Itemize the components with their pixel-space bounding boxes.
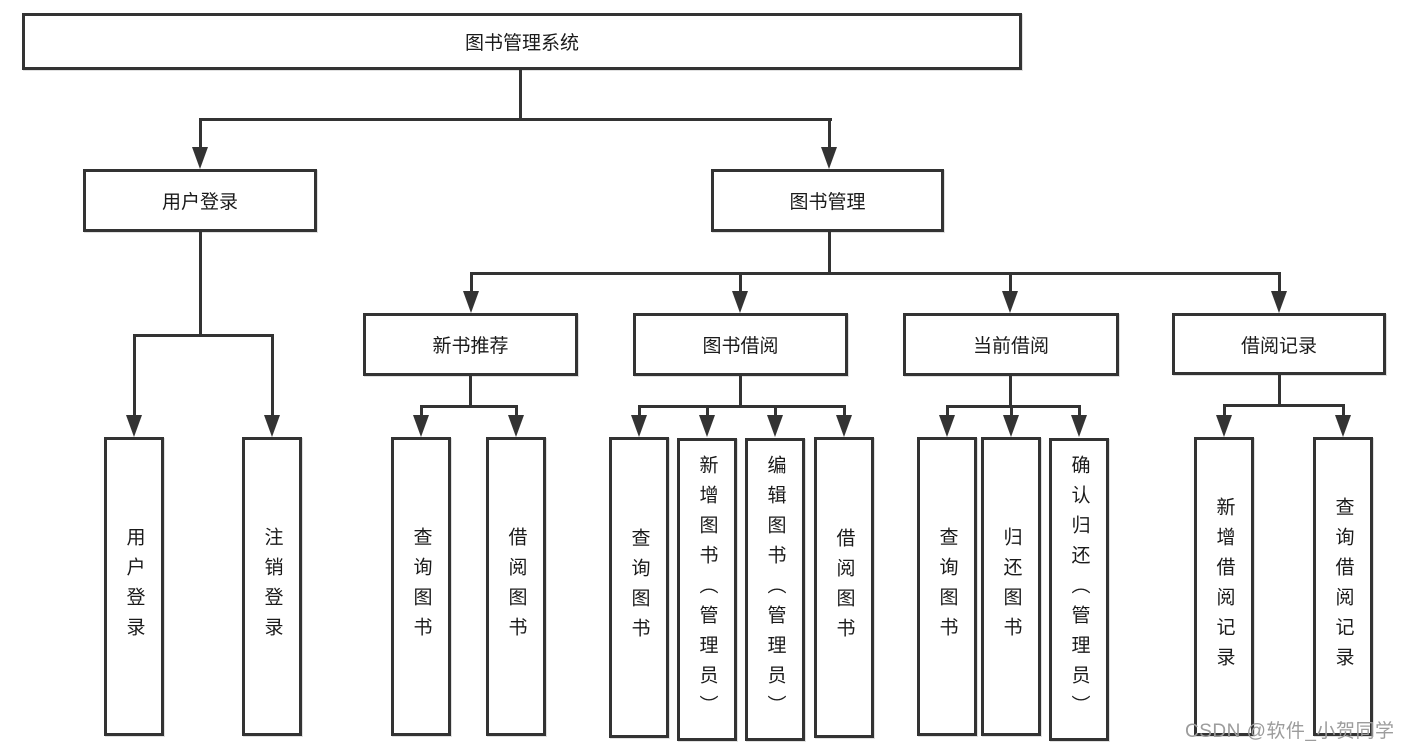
connector-line [470, 272, 1281, 275]
connector-line [199, 231, 202, 336]
leaf-borrow-books-recommend-label: 借阅图书 [505, 526, 527, 647]
leaf-query-books-current-label: 查询图书 [936, 526, 958, 647]
connector-line [1223, 404, 1226, 417]
connector-line [843, 405, 846, 417]
arrowhead-icon [732, 291, 748, 313]
node-current-borrow-label: 当前借阅 [972, 336, 1049, 357]
arrowhead-icon [264, 415, 280, 437]
connector-line [1223, 404, 1345, 407]
leaf-query-books-borrow: 查询图书 [609, 437, 669, 738]
arrowhead-icon [836, 415, 852, 437]
leaf-user-login-label: 用户登录 [123, 526, 145, 647]
connector-line [828, 118, 831, 150]
arrowhead-icon [463, 291, 479, 313]
node-borrow-records: 借阅记录 [1172, 313, 1386, 375]
connector-line [133, 334, 136, 417]
arrowhead-icon [1335, 415, 1351, 437]
connector-line [1009, 272, 1012, 293]
arrowhead-icon [699, 415, 715, 437]
node-root-label: 图书管理系统 [464, 33, 579, 54]
connector-line [1010, 405, 1013, 417]
leaf-query-books-recommend: 查询图书 [391, 437, 451, 736]
connector-line [739, 375, 742, 407]
leaf-query-borrow-record-label: 查询借阅记录 [1332, 496, 1354, 677]
arrowhead-icon [1002, 291, 1018, 313]
connector-line [469, 375, 472, 407]
arrowhead-icon [939, 415, 955, 437]
arrowhead-icon [508, 415, 524, 437]
connector-line [519, 69, 522, 118]
arrowhead-icon [1071, 415, 1087, 437]
connector-line [1278, 272, 1281, 293]
connector-line [199, 118, 202, 150]
connector-line [199, 118, 832, 121]
leaf-logout-label: 注销登录 [261, 526, 283, 647]
leaf-add-book-admin-label: 新增图书（管理员） [696, 454, 718, 725]
watermark-text: CSDN @软件_小贺同学 [1185, 721, 1395, 742]
arrowhead-icon [413, 415, 429, 437]
leaf-edit-book-admin: 编辑图书（管理员） [745, 438, 805, 741]
leaf-edit-book-admin-label: 编辑图书（管理员） [764, 454, 786, 725]
connector-line [420, 405, 517, 408]
leaf-user-login: 用户登录 [104, 437, 164, 736]
arrowhead-icon [126, 415, 142, 437]
arrowhead-icon [1271, 291, 1287, 313]
node-new-book-recommend: 新书推荐 [363, 313, 578, 376]
node-new-book-recommend-label: 新书推荐 [432, 336, 509, 357]
connector-line [1009, 375, 1012, 407]
connector-line [1342, 404, 1345, 417]
leaf-query-borrow-record: 查询借阅记录 [1313, 437, 1373, 736]
leaf-add-book-admin: 新增图书（管理员） [677, 438, 737, 741]
connector-line [638, 405, 845, 408]
node-user-login-label: 用户登录 [161, 192, 238, 213]
leaf-return-books: 归还图书 [981, 437, 1041, 736]
arrowhead-icon [1216, 415, 1232, 437]
arrowhead-icon [631, 415, 647, 437]
connector-line [946, 405, 949, 417]
connector-line [1278, 374, 1281, 406]
node-borrow-records-label: 借阅记录 [1240, 335, 1317, 357]
connector-line [515, 405, 518, 417]
node-root: 图书管理系统 [22, 13, 1022, 70]
leaf-query-books-recommend-label: 查询图书 [410, 526, 432, 647]
leaf-query-books-borrow-label: 查询图书 [628, 527, 650, 648]
leaf-borrow-books-borrow: 借阅图书 [814, 437, 874, 738]
node-user-login: 用户登录 [83, 169, 317, 232]
node-book-borrow: 图书借阅 [633, 313, 848, 376]
leaf-confirm-return-admin: 确认归还（管理员） [1049, 438, 1109, 741]
arrowhead-icon [1003, 415, 1019, 437]
connector-line [739, 272, 742, 293]
connector-line [774, 405, 777, 417]
connector-line [706, 405, 709, 417]
connector-line [420, 405, 423, 417]
node-book-management: 图书管理 [711, 169, 944, 232]
connector-line [133, 334, 274, 337]
leaf-borrow-books-recommend: 借阅图书 [486, 437, 546, 736]
connector-line [638, 405, 641, 417]
leaf-add-borrow-record-label: 新增借阅记录 [1213, 496, 1235, 677]
node-book-borrow-label: 图书借阅 [702, 336, 779, 357]
leaf-logout: 注销登录 [242, 437, 302, 736]
arrowhead-icon [821, 147, 837, 169]
leaf-add-borrow-record: 新增借阅记录 [1194, 437, 1254, 736]
arrowhead-icon [192, 147, 208, 169]
arrowhead-icon [767, 415, 783, 437]
connector-line [946, 405, 1080, 408]
connector-line [1078, 405, 1081, 417]
node-current-borrow: 当前借阅 [903, 313, 1119, 376]
connector-line [271, 334, 274, 417]
leaf-confirm-return-admin-label: 确认归还（管理员） [1068, 454, 1090, 725]
leaf-borrow-books-borrow-label: 借阅图书 [833, 527, 855, 648]
connector-line [470, 272, 473, 293]
connector-line [828, 231, 831, 274]
leaf-return-books-label: 归还图书 [1000, 526, 1022, 647]
leaf-query-books-current: 查询图书 [917, 437, 977, 736]
node-book-management-label: 图书管理 [789, 192, 866, 213]
